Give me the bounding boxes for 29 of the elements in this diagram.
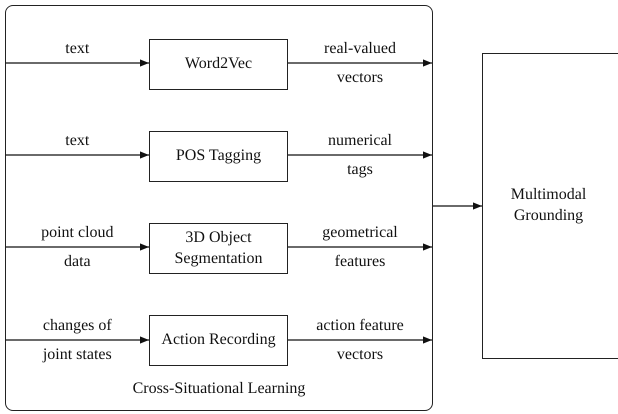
edge-label: text xyxy=(64,39,90,59)
box-label: POS Tagging xyxy=(176,146,262,166)
arrow xyxy=(6,59,149,67)
box-label: Action Recording xyxy=(161,330,276,350)
edge-label: changes of joint states xyxy=(41,316,113,365)
arrow xyxy=(288,59,432,67)
edge-label: numerical tags xyxy=(327,131,393,180)
edge-label: text xyxy=(64,131,90,151)
edge-label: real-valued vectors xyxy=(323,39,397,88)
process-box xyxy=(149,131,288,182)
group-title: Cross-Situational Learning xyxy=(132,379,306,400)
arrow xyxy=(433,202,482,210)
process-box xyxy=(482,53,618,359)
arrow xyxy=(288,243,432,251)
process-box xyxy=(149,39,288,90)
arrow xyxy=(288,151,432,159)
arrow xyxy=(288,336,432,344)
box-label: Word2Vec xyxy=(184,54,252,74)
edge-label: geometrical features xyxy=(321,223,399,272)
arrow xyxy=(6,243,149,251)
arrow xyxy=(6,151,149,159)
box-label: 3D Object Segmentation xyxy=(174,228,264,268)
group-frame xyxy=(5,5,433,411)
process-box xyxy=(149,223,288,274)
edge-label: action feature vectors xyxy=(315,316,405,365)
edge-label: point cloud data xyxy=(40,223,115,272)
box-label: Multimodal Grounding xyxy=(510,185,588,226)
process-box xyxy=(149,315,288,366)
arrow xyxy=(6,336,149,344)
